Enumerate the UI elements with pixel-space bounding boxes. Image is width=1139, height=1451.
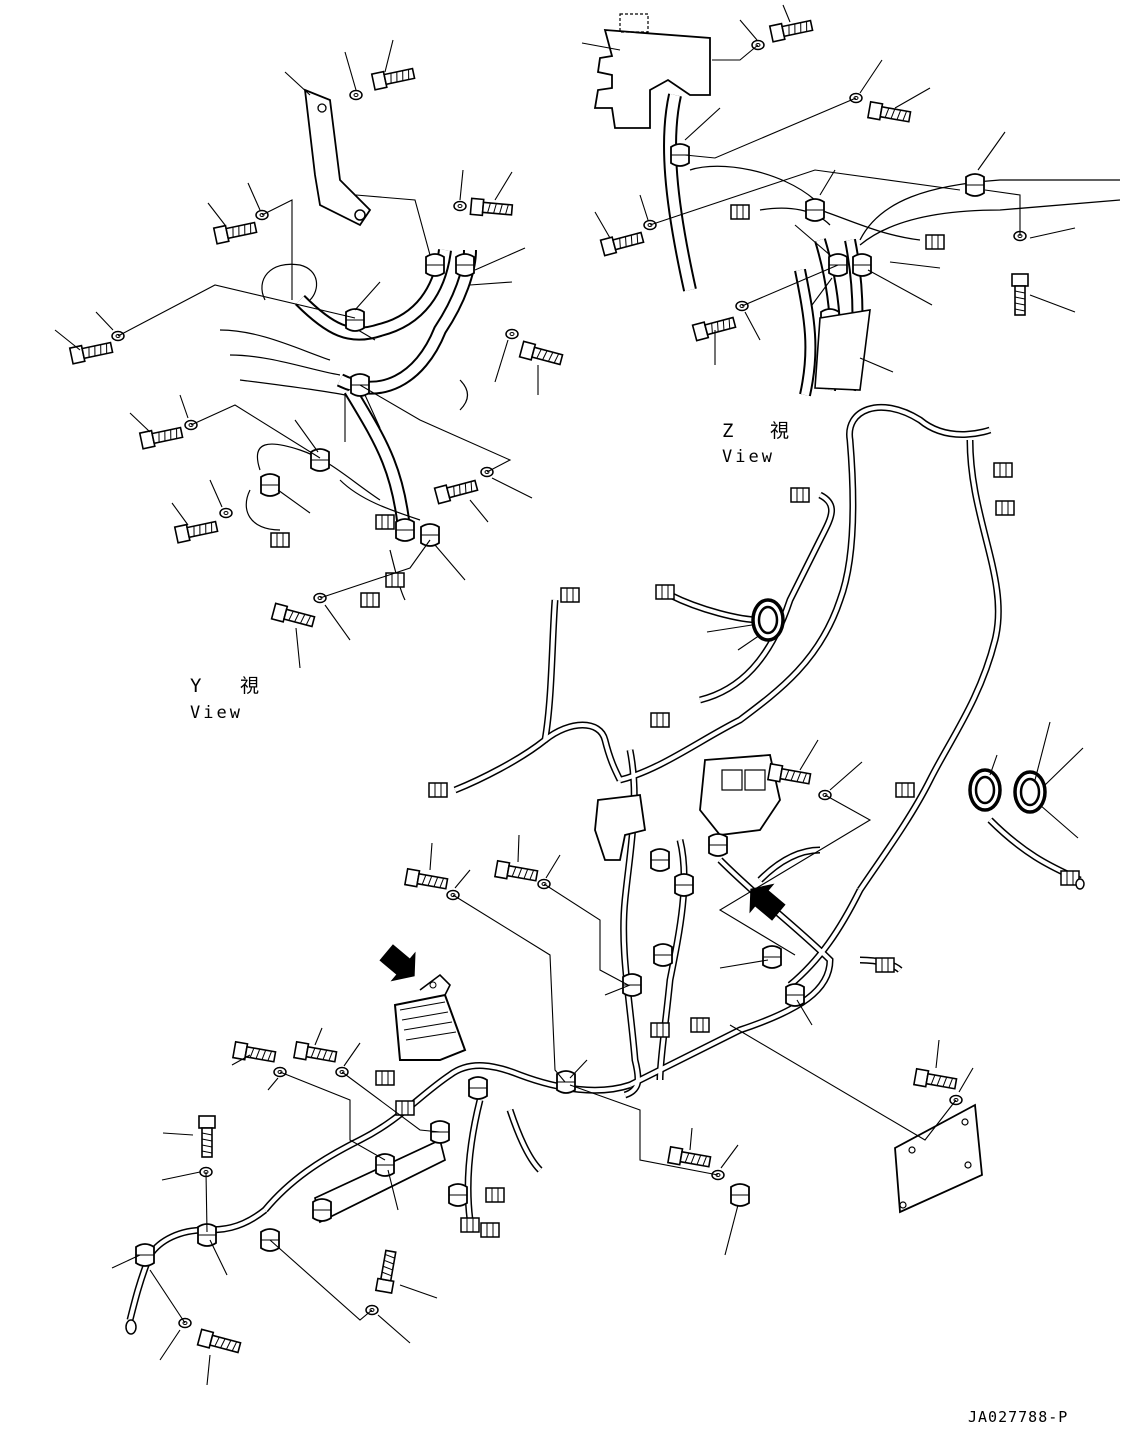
y-view-letter: Y (190, 675, 203, 697)
main-harness-assembly (111, 403, 1085, 1386)
z-view-kanji: 視 (770, 420, 791, 442)
z-view-word: View (722, 447, 775, 467)
y-view-kanji: 視 (240, 675, 261, 697)
z-view-assembly (581, 4, 1121, 397)
y-view-assembly (54, 39, 565, 669)
y-view-word: View (190, 703, 243, 723)
drawing-code: JA027788-P (968, 1408, 1068, 1426)
z-view-letter: Z (722, 420, 735, 442)
